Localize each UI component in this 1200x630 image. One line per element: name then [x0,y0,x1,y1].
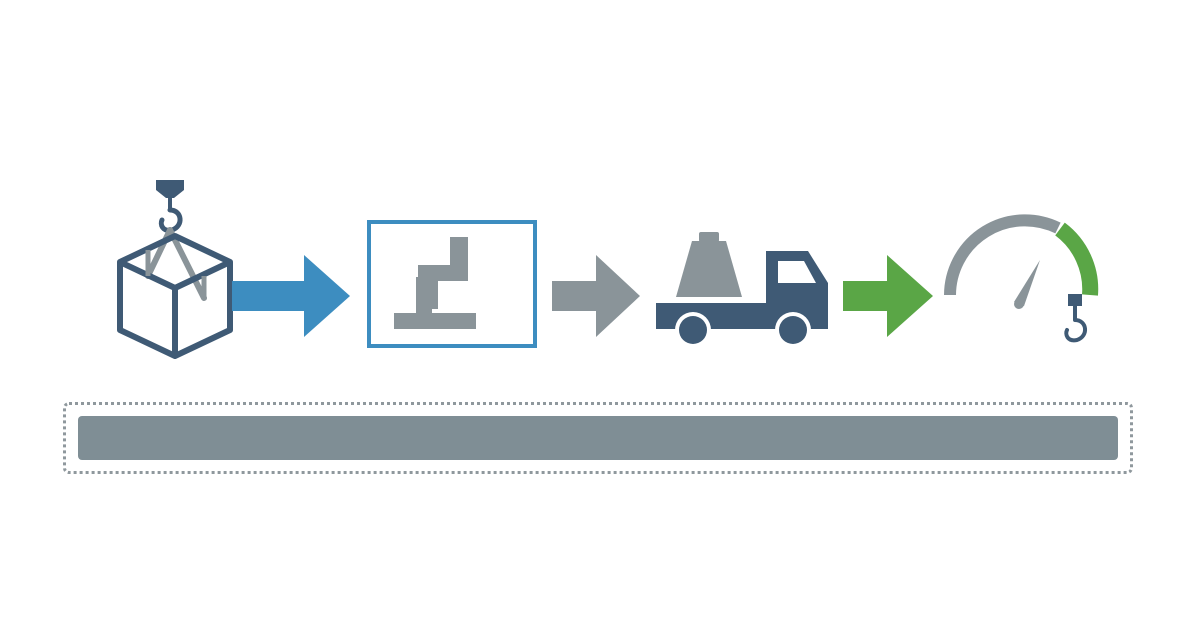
flow-arrow-green [843,255,933,337]
box-hoist-icon [117,180,233,359]
flow-arrow-gray [552,255,640,337]
arrow-shape [843,255,933,337]
weight-truck-icon [656,232,828,348]
flow-arrow-blue [232,255,350,337]
gauge-hook-icon [944,214,1099,343]
progress-bar [78,416,1118,460]
arrow-shape [552,255,640,337]
progress-frame [63,402,1133,474]
arrow-shape [232,255,350,337]
floor-plan-panel-icon [367,220,537,348]
